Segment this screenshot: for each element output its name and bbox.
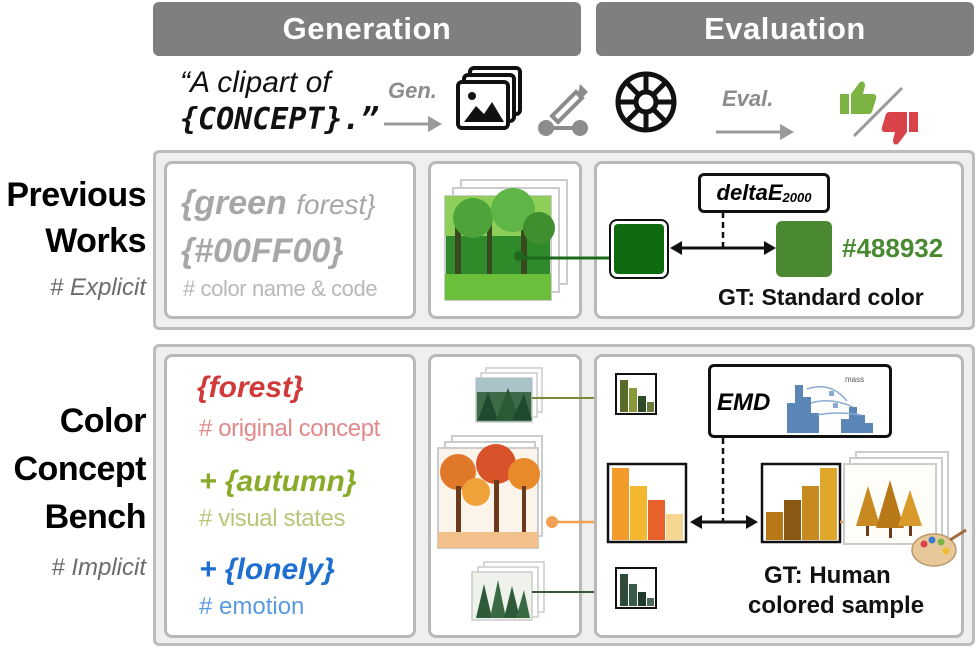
gen-arrow xyxy=(384,116,442,132)
thumbs-up-icon xyxy=(840,81,877,114)
concept-word: forest} xyxy=(296,189,376,220)
eval-arrow xyxy=(716,124,794,140)
generated-color-swatch xyxy=(609,219,669,279)
gt-human-label-line1: GT: Human xyxy=(764,562,891,589)
prompt-line2: {CONCEPT}.” xyxy=(180,102,379,137)
concept-forest: {forest} xyxy=(197,371,304,404)
evaluation-header: Evaluation xyxy=(596,2,974,56)
state-plus: + xyxy=(199,465,225,498)
previous-title-line2: Works xyxy=(45,222,146,260)
previous-title-line1: Previous xyxy=(6,176,146,214)
bench-title-line2: Concept xyxy=(13,450,147,488)
emotion-note: # emotion xyxy=(199,593,305,620)
emotion-lonely: {lonely} xyxy=(224,553,335,586)
explicit-image-panel xyxy=(428,161,582,319)
bench-title-line3: Bench xyxy=(44,498,147,536)
color-wheel-icon xyxy=(615,71,677,133)
eval-label: Eval. xyxy=(722,86,774,111)
emd-distribution-illustration xyxy=(787,385,873,433)
visual-state-autumn: {autumn} xyxy=(224,465,357,498)
gt-human-label-line2: colored sample xyxy=(748,592,925,619)
prompt-line1: “A clipart of xyxy=(180,66,331,99)
emd-label: EMD xyxy=(717,389,771,416)
gen-label: Gen. xyxy=(388,78,437,103)
thumbs-down-icon xyxy=(881,112,918,145)
color-word: {green xyxy=(181,184,287,222)
gt-standard-color-label: GT: Standard color xyxy=(718,284,924,310)
emotion-plus: + xyxy=(199,553,225,586)
implicit-prompt-panel: {forest} # original concept + {autumn} #… xyxy=(164,354,416,638)
green-forest-images xyxy=(444,179,568,301)
emd-mass-note: mass xyxy=(845,375,865,384)
gt-color-swatch xyxy=(776,221,832,277)
eyedropper-icon xyxy=(538,84,588,136)
color-code: {#00FF00} xyxy=(181,232,344,270)
delta-e-subscript: 2000 xyxy=(782,189,812,205)
previous-tag: # Explicit xyxy=(49,274,146,301)
explicit-prompt-panel: {green forest} {#00FF00} # color name & … xyxy=(164,161,416,319)
visual-states-note: # visual states xyxy=(199,505,346,532)
image-stack-icon xyxy=(456,66,522,130)
bench-title-line1: Color xyxy=(59,402,147,440)
generation-header: Generation xyxy=(153,2,581,56)
slash-divider xyxy=(852,86,904,138)
gt-hex-code: #488932 xyxy=(842,233,944,263)
color-name-code-comment: # color name & code xyxy=(183,276,378,301)
bench-tag: # Implicit xyxy=(51,554,146,581)
delta-e-label: deltaE xyxy=(716,180,783,205)
emd-box: EMD mass xyxy=(708,364,892,438)
original-concept-note: # original concept xyxy=(199,415,380,442)
